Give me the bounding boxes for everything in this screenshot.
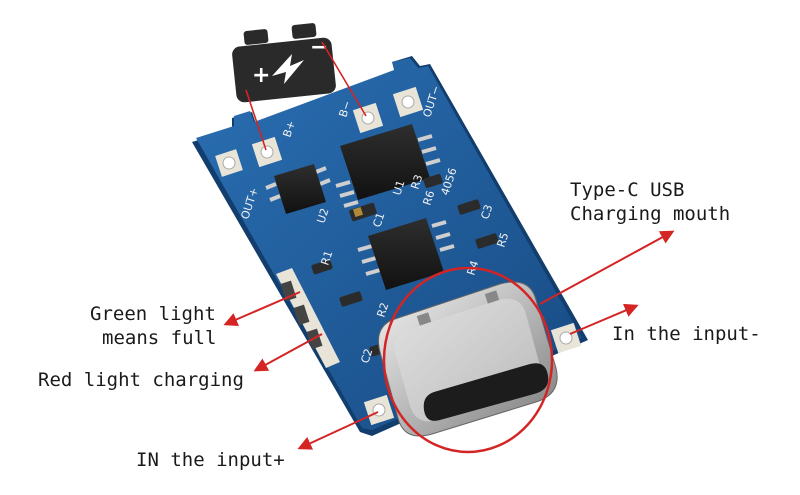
arrow-green-light — [223, 291, 301, 326]
arrow-input-minus — [569, 303, 639, 335]
usb-highlight-circle — [382, 266, 554, 454]
label-green-line2: means full — [102, 327, 217, 349]
silk-r2: R2 — [374, 301, 391, 319]
silk-r6: R6 — [420, 189, 437, 207]
silk-b-minus: B− — [336, 99, 354, 119]
wire-b-minus — [321, 41, 367, 117]
arrow-type-c — [539, 230, 675, 305]
ic-chip-main — [335, 124, 441, 208]
battery-minus: − — [310, 35, 328, 60]
silk-c3: C3 — [478, 203, 495, 221]
ic-chip-small — [265, 164, 331, 214]
label-input-plus: IN the input+ — [136, 449, 285, 471]
label-green-line1: Green light — [90, 303, 216, 325]
arrow-input-plus — [297, 411, 379, 450]
passive-components — [311, 173, 499, 357]
label-type-c-line2: Charging mouth — [570, 203, 731, 225]
battery-icon: + − — [232, 23, 336, 103]
silk-r5: R5 — [494, 231, 511, 249]
silk-u2: U2 — [314, 207, 331, 225]
usb-c-connector — [378, 281, 558, 437]
ic-chip-center — [357, 218, 455, 290]
silk-c2: C2 — [358, 347, 375, 365]
silk-c1: C1 — [370, 211, 387, 229]
silk-u1: U1 — [390, 179, 407, 197]
pads — [215, 86, 582, 426]
silk-b-plus: B+ — [280, 119, 298, 139]
silk-r3: R3 — [408, 173, 425, 191]
label-type-c-line1: Type-C USB — [570, 179, 685, 201]
battery-plus: + — [252, 63, 270, 88]
lightning-icon — [272, 54, 304, 84]
label-input-minus: In the input- — [612, 323, 761, 345]
arrow-red-light — [253, 333, 323, 372]
wire-b-plus — [245, 89, 267, 151]
label-red-light: Red light charging — [38, 369, 244, 391]
silk-r1: R1 — [318, 249, 335, 267]
